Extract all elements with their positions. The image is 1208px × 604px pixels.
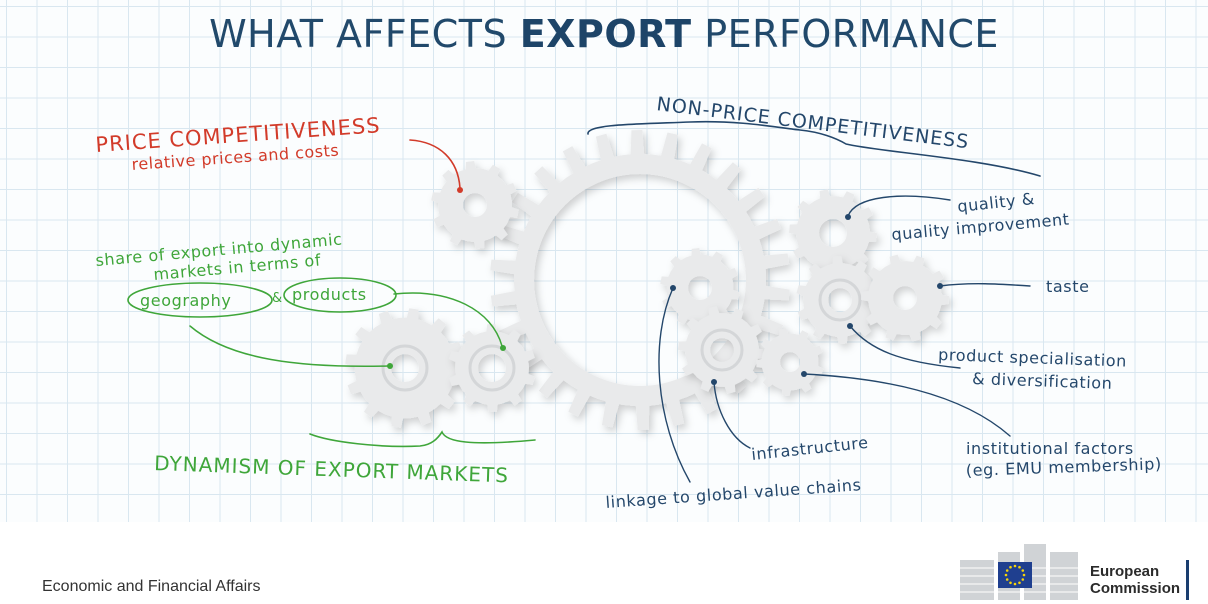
inst-dot — [801, 371, 807, 377]
gear-linkage — [660, 248, 740, 328]
title-emphasis: EXPORT — [519, 12, 692, 56]
products-connector — [393, 292, 503, 347]
linkage-connector — [658, 287, 691, 483]
geo-dot — [387, 363, 393, 369]
taste-label: taste — [1046, 277, 1090, 296]
infra-dot — [711, 379, 717, 385]
european-commission-logo: European Commission — [960, 538, 1192, 600]
gear-quality — [789, 189, 877, 277]
markets-products: products — [292, 285, 367, 304]
logo-divider — [1186, 560, 1189, 600]
gear-taste-b — [861, 254, 949, 342]
spec-dot — [847, 323, 853, 329]
inst-line2: (eg. EMU membership) — [965, 454, 1162, 480]
gear-inst — [756, 328, 824, 396]
markets-amp: & — [272, 291, 282, 306]
spec-connector — [849, 325, 961, 369]
infra-connector — [713, 381, 751, 449]
linkage-label: linkage to global value chains — [605, 475, 862, 512]
gear-markets-right — [448, 324, 536, 412]
spec-line2: & diversification — [972, 369, 1113, 393]
quality-dot — [845, 214, 851, 220]
page-title: WHAT AFFECTS EXPORT PERFORMANCE — [0, 12, 1208, 56]
inst-line1: institutional factors — [966, 439, 1134, 458]
geography-ring — [127, 282, 273, 318]
org-name-line2: Commission — [1090, 580, 1181, 597]
grid-background — [0, 0, 1208, 522]
taste-dot — [937, 283, 943, 289]
price-connector — [409, 139, 461, 189]
geo-connector — [189, 325, 389, 368]
quality-line1: quality & — [956, 189, 1035, 216]
products-dot — [500, 345, 506, 351]
inst-connector — [803, 373, 1011, 437]
gear-cluster — [345, 130, 949, 430]
title-prefix: WHAT AFFECTS — [209, 12, 520, 56]
gear-markets-left — [345, 308, 465, 428]
gear-infra — [678, 306, 766, 394]
taste-connector — [939, 282, 1031, 287]
eu-stars — [1004, 564, 1026, 586]
nonprice-brace — [587, 120, 1041, 177]
products-ring — [283, 277, 397, 313]
gear-taste-a — [796, 256, 884, 344]
org-name-line1: European — [1090, 563, 1160, 580]
gear-price — [431, 161, 519, 249]
spec-line1: product specialisation — [938, 345, 1127, 371]
markets-heading: DYNAMISM OF EXPORT MARKETS — [154, 451, 510, 487]
linkage-dot — [670, 285, 676, 291]
infra-label: infrastructure — [750, 433, 869, 464]
gear-large — [490, 130, 790, 430]
department-label: Economic and Financial Affairs — [42, 578, 261, 595]
commission-building-icon — [960, 544, 1080, 600]
markets-geo: geography — [140, 291, 232, 310]
quality-connector — [847, 195, 951, 217]
title-suffix: PERFORMANCE — [691, 12, 999, 56]
quality-line2: quality improvement — [891, 209, 1071, 243]
diagram: PRICE COMPETITIVENESS relative prices an… — [95, 93, 1162, 512]
markets-brace — [309, 430, 536, 448]
price-dot — [457, 187, 463, 193]
